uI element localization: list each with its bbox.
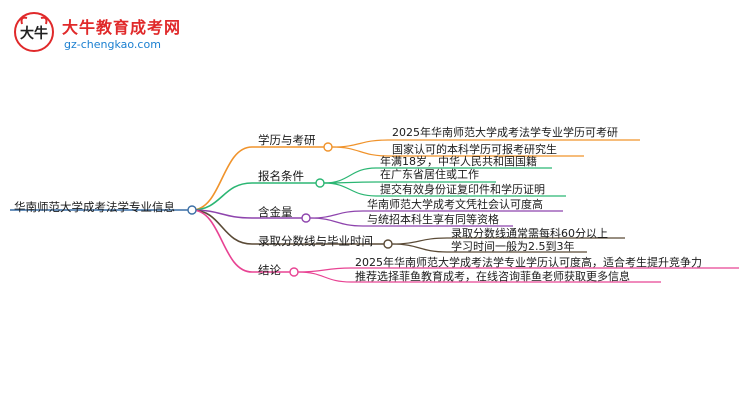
- branch-node-circle: [383, 239, 393, 249]
- branch-node-circle: [323, 142, 333, 152]
- leaf-connector: [323, 167, 377, 184]
- branch-node-circle: [301, 213, 311, 223]
- root-node-circle: [187, 205, 197, 215]
- branch-node-circle: [289, 267, 299, 277]
- leaf-requirements-1: 年满18岁，中华人民共和国国籍: [380, 155, 537, 168]
- leaf-education-2: 国家认可的本科学历可报考研究生: [392, 143, 557, 156]
- leaf-education-1: 2025年华南师范大学成考法学专业学历可考研: [392, 126, 618, 139]
- logo-site-name: 大牛教育成考网: [62, 18, 182, 37]
- leaf-conclusion-2: 推荐选择菲鱼教育成考，在线咨询菲鱼老师获取更多信息: [355, 270, 630, 283]
- leaf-connector: [391, 237, 448, 245]
- leaf-connector: [297, 267, 352, 273]
- branch-connector: [191, 146, 253, 211]
- leaf-value-2: 与统招本科生享有同等资格: [367, 213, 499, 226]
- branch-connector: [191, 209, 253, 273]
- logo-site-url: gz-chengkao.com: [64, 38, 161, 51]
- leaf-requirements-2: 在广东省居住或工作: [380, 168, 479, 181]
- logo-mark-text: 大牛: [20, 25, 48, 42]
- leaf-requirements-3: 提交有效身份证复印件和学历证明: [380, 183, 545, 196]
- site-logo: 大牛 大牛教育成考网 gz-chengkao.com: [12, 10, 232, 58]
- leaf-connector: [323, 182, 377, 197]
- bull-logo-icon: 大牛: [14, 12, 54, 52]
- branch-node-circle: [315, 178, 325, 188]
- leaf-score-duration-2: 学习时间一般为2.5到3年: [451, 240, 575, 253]
- mindmap-root-label: 华南师范大学成考法学专业信息: [14, 200, 175, 214]
- branch-label-conclusion: 结论: [258, 263, 281, 277]
- leaf-connector: [309, 210, 364, 219]
- leaf-connector: [331, 139, 389, 148]
- branch-connector: [191, 209, 253, 245]
- leaf-score-duration-1: 录取分数线通常需每科60分以上: [451, 227, 608, 240]
- leaf-conclusion-1: 2025年华南师范大学成考法学专业学历认可度高，适合考生提升竞争力: [355, 256, 702, 269]
- leaf-value-1: 华南师范大学成考文凭社会认可度高: [367, 198, 543, 211]
- leaf-connector: [331, 146, 389, 157]
- branch-label-score-duration: 录取分数线与毕业时间: [258, 234, 373, 248]
- leaf-connector: [297, 271, 352, 283]
- leaf-connector: [309, 217, 364, 227]
- branch-label-value: 含金量: [258, 205, 293, 219]
- branch-connector: [191, 182, 253, 211]
- branch-label-requirements: 报名条件: [258, 169, 304, 183]
- branch-label-education: 学历与考研: [258, 133, 316, 147]
- leaf-connector: [391, 243, 448, 253]
